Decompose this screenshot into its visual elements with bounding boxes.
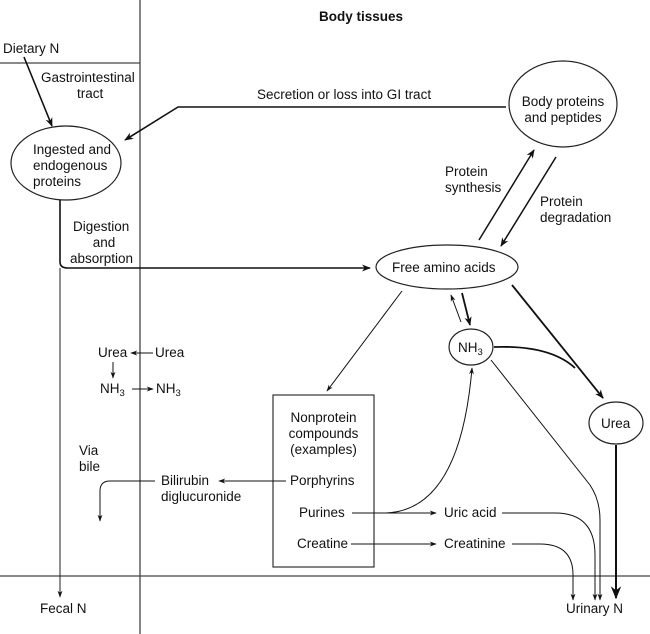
urea-tissue-label: Urea [155, 345, 185, 360]
protein-degradation-label-line1: Protein [540, 194, 583, 209]
nh3-gi-text: NH [100, 381, 120, 396]
uric-acid-label: Uric acid [444, 505, 497, 520]
ingested-proteins-label-line2: endogenous [33, 158, 108, 173]
creatinine-to-urinary-arrow [512, 543, 576, 601]
body-proteins-label-line2: and peptides [524, 110, 602, 125]
via-bile-label-line1: Via [79, 443, 99, 458]
protein-synthesis-label-line1: Protein [445, 164, 488, 179]
nh3-node [448, 328, 494, 366]
urea-node-label: Urea [601, 416, 631, 431]
ingested-proteins-label-line3: proteins [33, 174, 82, 189]
protein-synthesis-arrow [478, 149, 535, 241]
nh3-to-urinary-arrow [490, 359, 603, 601]
nh3-text: NH [458, 340, 478, 355]
secretion-label: Secretion or loss into GI tract [257, 87, 432, 102]
protein-degradation-arrow [500, 156, 557, 247]
nh3-gi-label: NH3 [100, 381, 125, 399]
ingested-proteins-node [10, 125, 122, 201]
nh3-subscript: 3 [477, 347, 483, 358]
creatine-label: Creatine [297, 536, 349, 551]
creatinine-label: Creatinine [444, 536, 506, 551]
nonprotein-label-line1: Nonprotein [290, 410, 357, 425]
nonprotein-label-line2: compounds [288, 426, 359, 441]
body-proteins-label-line1: Body proteins [521, 94, 605, 109]
protein-degradation-label-line2: degradation [540, 210, 612, 225]
fecal-n-label: Fecal N [40, 601, 87, 616]
gi-tract-label-line2: tract [77, 86, 104, 101]
dietary-intake-arrow [23, 56, 53, 127]
nh3-tissue-text: NH [156, 381, 176, 396]
amino-to-urea-arrow [511, 284, 604, 399]
nh3-to-amino-arrow [450, 294, 462, 323]
bilirubin-label-line2: diglucuronide [161, 489, 242, 504]
free-amino-acids-label: Free amino acids [392, 260, 496, 275]
amino-to-nh3-arrow [461, 292, 472, 326]
secretion-arrow [124, 106, 506, 141]
ingested-proteins-label-line1: Ingested and [33, 142, 112, 157]
uric-acid-to-urinary-arrow [502, 512, 598, 601]
free-amino-acids-node [375, 244, 519, 290]
nonprotein-label-line3: (examples) [290, 442, 357, 457]
urinary-n-label: Urinary N [566, 601, 624, 616]
bilirubin-label-line1: Bilirubin [161, 473, 210, 488]
via-bile-label-line2: bile [79, 459, 101, 474]
purines-label: Purines [299, 505, 345, 520]
digestion-label-line3: absorption [70, 251, 134, 266]
body-tissues-label: Body tissues [319, 9, 404, 24]
nh3-gi-subscript: 3 [119, 388, 125, 399]
porphyrins-label: Porphyrins [290, 473, 355, 488]
body-proteins-node [508, 60, 618, 148]
urea-node [588, 401, 644, 445]
nh3-tissue-label: NH3 [156, 381, 181, 399]
nh3-tissue-subscript: 3 [175, 388, 181, 399]
nh3-to-urea-curve [493, 345, 576, 369]
urea-gi-label: Urea [98, 345, 128, 360]
protein-synthesis-label-line2: synthesis [445, 180, 502, 195]
digestion-absorption-arrow [59, 200, 371, 272]
digestion-label-line1: Digestion [73, 219, 130, 234]
nh3-node-label: NH3 [458, 340, 483, 358]
amino-to-nonprotein-arrow [326, 290, 403, 392]
via-bile-arrow [97, 480, 155, 522]
dietary-n-label: Dietary N [3, 41, 60, 56]
gi-tract-label-line1: Gastrointestinal [41, 70, 135, 85]
purines-to-nh3-arrow [385, 367, 474, 514]
digestion-label-line2: and [92, 235, 116, 250]
